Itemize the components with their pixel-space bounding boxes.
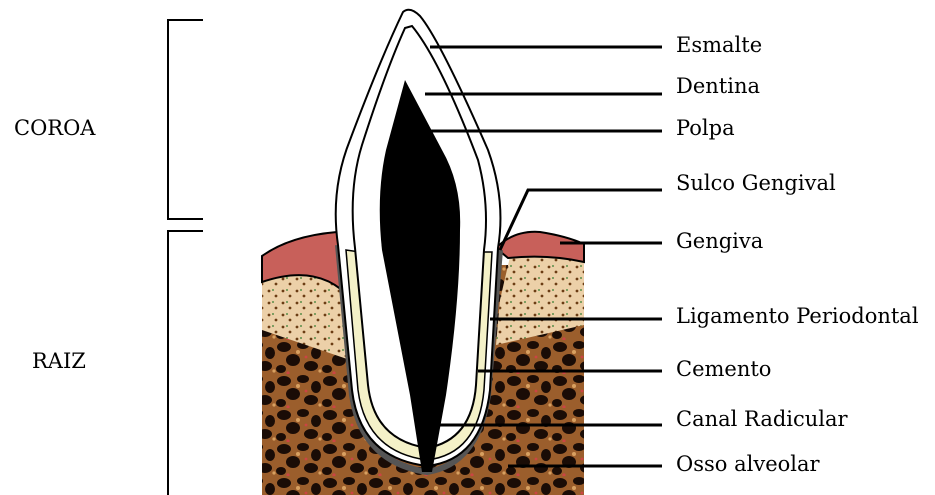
label-dentin: Dentina bbox=[676, 74, 760, 98]
label-gingiva: Gengiva bbox=[676, 229, 763, 253]
label-enamel: Esmalte bbox=[676, 33, 762, 57]
crown-label: COROA bbox=[14, 116, 96, 140]
root-label: RAIZ bbox=[32, 349, 86, 373]
label-periodontal-ligament: Ligamento Periodontal bbox=[676, 304, 919, 328]
label-root-canal: Canal Radicular bbox=[676, 407, 849, 431]
crown-bracket bbox=[168, 20, 203, 219]
label-cementum: Cemento bbox=[676, 357, 771, 381]
label-gingival-sulcus: Sulco Gengival bbox=[676, 171, 836, 195]
label-pulp: Polpa bbox=[676, 116, 735, 140]
label-alveolar-bone: Osso alveolar bbox=[676, 452, 820, 476]
root-bracket bbox=[168, 231, 203, 495]
